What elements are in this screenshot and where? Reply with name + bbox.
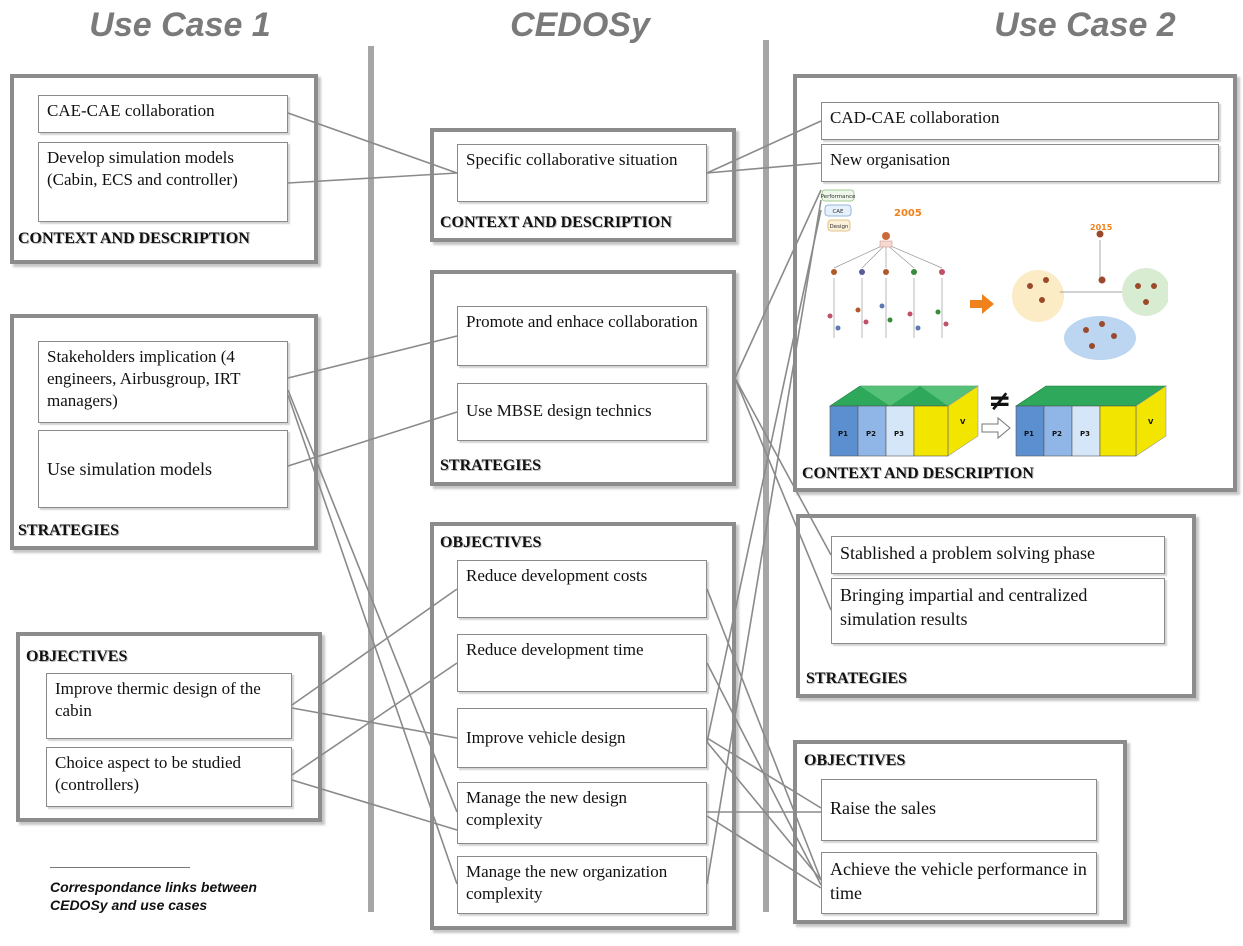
- illus-not-equal: ≠: [988, 384, 1011, 417]
- link-uc2-ctx2-to-ced-ctx: [706, 162, 822, 174]
- link-ced-obj1-to-uc2-obj2: [706, 588, 822, 881]
- uc2-context-item-2: New organisation: [821, 144, 1219, 182]
- cedosy-objectives-label: OBJECTIVES: [440, 534, 542, 551]
- link-uc2-ctx1-to-ced-ctx: [706, 120, 822, 174]
- link-ced-str-to-uc2-str2: [734, 377, 832, 611]
- link-uc1-obj1-to-ced-obj1: [291, 588, 458, 706]
- cedosy-objectives-item-3: Improve vehicle design: [457, 708, 707, 768]
- illus-left-p1: P1: [838, 430, 848, 438]
- uc1-objectives-label: OBJECTIVES: [26, 648, 128, 665]
- link-ced-str-to-uc2-ctx: [734, 189, 822, 379]
- illus-right-v: V: [1148, 418, 1154, 426]
- cedosy-context-item-1: Specific collaborative situation: [457, 144, 707, 202]
- link-ced-obj3-to-uc2-ctx: [706, 209, 822, 743]
- cedosy-objectives-item-2: Reduce development time: [457, 634, 707, 692]
- link-uc1-str2-to-ced-str2: [287, 411, 458, 467]
- title-use-case-1: Use Case 1: [89, 6, 271, 44]
- link-uc1-str1-to-ced-obj5: [287, 394, 458, 885]
- title-use-case-2: Use Case 2: [994, 6, 1176, 44]
- title-cedosy: CEDOSy: [510, 6, 650, 44]
- link-ced-obj2-to-uc2-obj2: [706, 662, 822, 886]
- link-uc1-obj1-to-ced-obj3: [291, 707, 458, 739]
- illus-left-p2: P2: [866, 430, 876, 438]
- illus-left-v: V: [960, 418, 966, 426]
- uc2-context-item-1: CAD-CAE collaboration: [821, 102, 1219, 140]
- link-uc1-str1-to-ced-str1: [287, 335, 458, 379]
- link-ced-obj4-to-uc2-obj2: [706, 815, 822, 889]
- cedosy-strategies-item-2: Use MBSE design technics: [457, 383, 707, 441]
- uc2-strategies-item-2: Bringing impartial and centralized simul…: [831, 578, 1165, 644]
- uc1-context-label: CONTEXT AND DESCRIPTION: [18, 230, 250, 247]
- illus-right-p2: P2: [1052, 430, 1062, 438]
- illus-right-p1: P1: [1024, 430, 1034, 438]
- uc1-objectives-item-2: Choice aspect to be studied (controllers…: [46, 747, 292, 807]
- link-uc1-ctx1-to-ced-ctx: [287, 112, 458, 174]
- link-ced-obj5-to-uc2-ctx: [706, 199, 822, 885]
- uc2-context-label: CONTEXT AND DESCRIPTION: [802, 465, 1034, 482]
- illus-legend-performance: Performance: [821, 194, 856, 200]
- legend-text: Correspondance links between CEDOSy and …: [50, 879, 257, 913]
- cedosy-objectives-item-4: Manage the new design complexity: [457, 782, 707, 844]
- link-ced-obj3-to-uc2-obj2: [706, 741, 822, 881]
- cedosy-objectives-item-5: Manage the new organization complexity: [457, 856, 707, 914]
- illus-year-right: 2015: [1090, 223, 1113, 232]
- link-uc1-obj2-to-ced-obj2: [291, 662, 458, 776]
- separator-left: [368, 46, 374, 912]
- legend-rule: [50, 867, 190, 868]
- cedosy-strategies-label: STRATEGIES: [440, 457, 542, 474]
- separator-right: [763, 40, 769, 912]
- uc2-objectives-item-1: Raise the sales: [821, 779, 1097, 841]
- organisation-illustration: Performance CAE Design 2005 2015: [821, 189, 1168, 457]
- uc1-context-item-2: Develop simulation models (Cabin, ECS an…: [38, 142, 288, 222]
- uc2-objectives-label: OBJECTIVES: [804, 752, 906, 769]
- uc1-strategies-label: STRATEGIES: [18, 522, 120, 539]
- uc1-context-item-1: CAE-CAE collaboration: [38, 95, 288, 133]
- cedosy-context-label: CONTEXT AND DESCRIPTION: [440, 214, 672, 231]
- cedosy-strategies-item-1: Promote and enhace collaboration: [457, 306, 707, 366]
- link-uc1-str1-to-ced-obj4: [287, 389, 458, 813]
- link-ced-obj3-to-uc2-obj1: [706, 737, 822, 809]
- uc2-objectives-item-2: Achieve the vehicle performance in time: [821, 852, 1097, 914]
- illus-year-left: 2005: [894, 208, 922, 219]
- link-ced-str-to-uc2-str1: [734, 377, 832, 556]
- link-uc1-ctx2-to-ced-ctx: [287, 172, 458, 184]
- link-uc1-obj2-to-ced-obj4: [291, 779, 458, 831]
- uc1-strategies-item-1: Stakeholders implication (4 engineers, A…: [38, 341, 288, 423]
- uc2-strategies-item-1: Stablished a problem solving phase: [831, 536, 1165, 574]
- illus-right-p3: P3: [1080, 430, 1090, 438]
- uc1-objectives-item-1: Improve thermic design of the cabin: [46, 673, 292, 739]
- uc2-strategies-label: STRATEGIES: [806, 670, 908, 687]
- illus-legend-design: Design: [830, 224, 850, 230]
- illus-legend-cae: CAE: [832, 209, 844, 215]
- illus-left-p3: P3: [894, 430, 904, 438]
- uc1-strategies-item-2: Use simulation models: [38, 430, 288, 508]
- cedosy-objectives-item-1: Reduce development costs: [457, 560, 707, 618]
